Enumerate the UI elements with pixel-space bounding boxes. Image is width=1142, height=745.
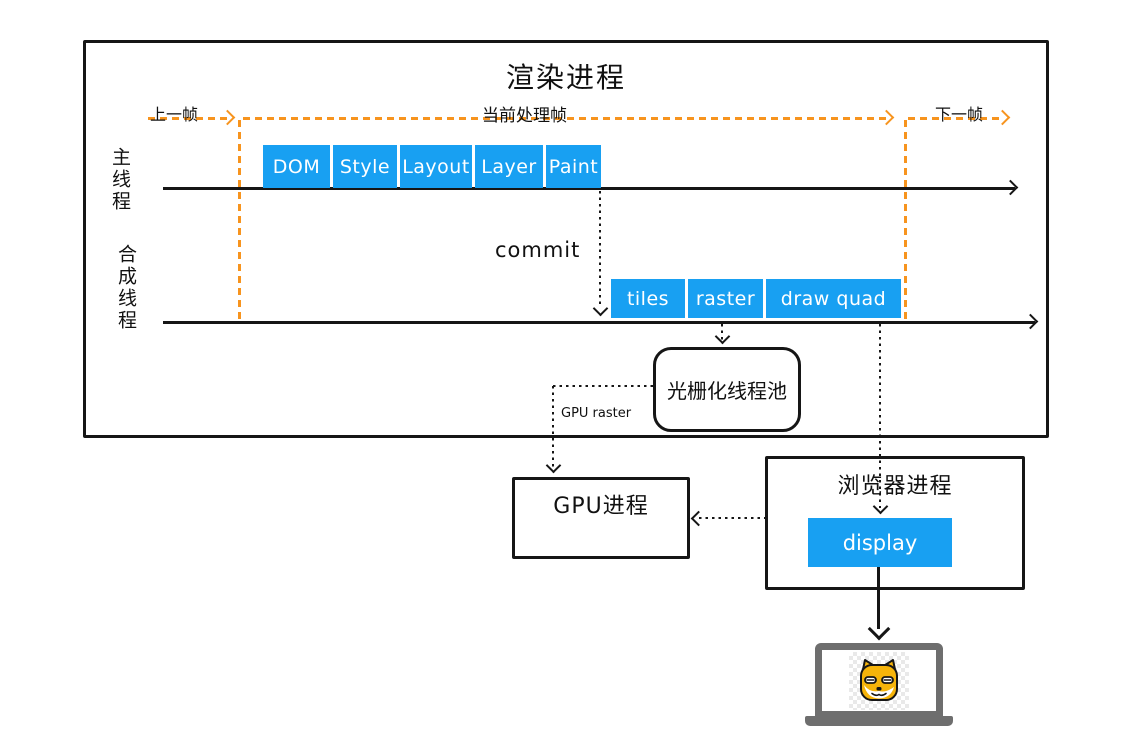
stage-style: Style bbox=[333, 145, 397, 188]
display-to-laptop-line bbox=[877, 567, 880, 629]
main-thread-label: 主线程 bbox=[109, 147, 131, 213]
main-thread-line bbox=[163, 187, 1015, 190]
laptop-base bbox=[805, 716, 953, 726]
gpu-process-label: GPU进程 bbox=[553, 494, 649, 519]
gpu-raster-label: GPU raster bbox=[561, 406, 632, 421]
main-thread-stages: DOM Style Layout Layer Paint bbox=[263, 145, 601, 188]
compositor-thread-line bbox=[163, 321, 1035, 324]
current-frame-dash-line bbox=[243, 117, 888, 120]
renderer-process-title: 渲染进程 bbox=[505, 61, 626, 94]
stage-raster: raster bbox=[688, 279, 763, 318]
doge-icon bbox=[849, 652, 909, 710]
browser-to-gpu-line bbox=[699, 517, 765, 519]
prev-frame-label: 上一帧 bbox=[150, 105, 199, 124]
current-frame-label: 当前处理帧 bbox=[482, 106, 567, 126]
renderer-process-box bbox=[83, 40, 1049, 438]
stage-layout: Layout bbox=[400, 145, 472, 188]
commit-label: commit bbox=[495, 238, 581, 262]
prev-frame-dash-line bbox=[148, 117, 230, 120]
gpu-process-box bbox=[512, 477, 690, 559]
stage-layer: Layer bbox=[475, 145, 543, 188]
gpu-raster-line-vertical bbox=[552, 386, 554, 468]
frame-start-divider-line bbox=[238, 120, 241, 322]
commit-arrow-line bbox=[599, 191, 601, 307]
display-to-laptop-arrowhead-icon bbox=[867, 617, 891, 641]
drawquad-to-display-line bbox=[879, 324, 881, 508]
compositor-thread-stages: tiles raster draw quad bbox=[611, 279, 901, 318]
raster-to-pool-line bbox=[721, 324, 723, 341]
display-node: display bbox=[808, 518, 952, 567]
gpu-raster-line-horizontal bbox=[553, 385, 653, 387]
stage-tiles: tiles bbox=[611, 279, 685, 318]
browser-to-gpu-arrowhead-icon bbox=[690, 510, 707, 527]
gpu-raster-arrowhead-icon bbox=[545, 457, 562, 474]
next-frame-dash-line bbox=[908, 117, 1003, 120]
next-frame-label: 下一帧 bbox=[935, 105, 984, 124]
frame-end-divider-line bbox=[904, 120, 907, 322]
stage-paint: Paint bbox=[546, 145, 601, 188]
raster-pool-box: 光栅化线程池 bbox=[653, 347, 801, 432]
compositor-thread-label: 合成线程 bbox=[115, 244, 137, 332]
browser-process-title: 浏览器进程 bbox=[837, 474, 953, 499]
stage-dom: DOM bbox=[263, 145, 330, 188]
stage-draw-quad: draw quad bbox=[766, 279, 901, 318]
